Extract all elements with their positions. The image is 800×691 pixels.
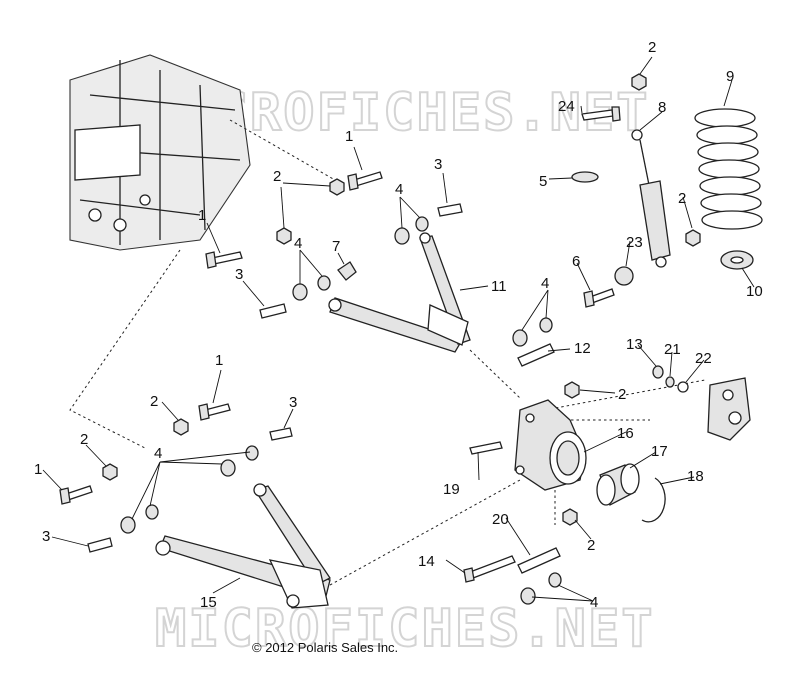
callout-3: 3 bbox=[42, 528, 50, 545]
callout-24: 24 bbox=[558, 98, 575, 115]
callout-4: 4 bbox=[590, 594, 598, 611]
retaining-ring bbox=[641, 477, 666, 523]
callout-15: 15 bbox=[200, 594, 217, 611]
callout-1: 1 bbox=[34, 461, 42, 478]
guide-line-upper-arm bbox=[469, 349, 521, 399]
shock-absorber bbox=[631, 129, 671, 268]
guide-line-frame-upper bbox=[229, 119, 336, 181]
callout-2: 2 bbox=[80, 431, 88, 448]
callout-3: 3 bbox=[289, 394, 297, 411]
callout-1: 1 bbox=[345, 128, 353, 145]
callout-20: 20 bbox=[492, 511, 509, 528]
callout-11: 11 bbox=[491, 278, 507, 295]
callout-1: 1 bbox=[215, 352, 223, 369]
wheel-bearing bbox=[596, 463, 640, 506]
upper-a-arm bbox=[328, 232, 471, 353]
callout-16: 16 bbox=[617, 425, 634, 442]
callout-4: 4 bbox=[541, 275, 549, 292]
callout-10: 10 bbox=[746, 283, 763, 300]
callout-1: 1 bbox=[198, 207, 206, 224]
callout-2: 2 bbox=[678, 190, 686, 207]
callout-4: 4 bbox=[395, 181, 403, 198]
washer bbox=[571, 171, 599, 183]
callout-18: 18 bbox=[687, 468, 704, 485]
leader-lines bbox=[42, 56, 755, 602]
callout-7: 7 bbox=[332, 238, 340, 255]
watermark-bottom: MICROFICHES.NET bbox=[155, 599, 655, 659]
callout-6: 6 bbox=[572, 253, 580, 270]
guide-line-frame-left bbox=[69, 249, 181, 449]
callout-23: 23 bbox=[626, 234, 643, 251]
callout-13: 13 bbox=[626, 336, 643, 353]
callout-14: 14 bbox=[418, 553, 435, 570]
callout-3: 3 bbox=[434, 156, 442, 173]
copyright-notice: © 2012 Polaris Sales Inc. bbox=[252, 640, 398, 655]
callout-2: 2 bbox=[273, 168, 281, 185]
callout-3: 3 bbox=[235, 266, 243, 283]
callout-4: 4 bbox=[154, 445, 162, 462]
callout-12: 12 bbox=[574, 340, 591, 357]
callout-4: 4 bbox=[294, 235, 302, 252]
brake-caliper bbox=[707, 377, 751, 441]
guide-line-hub-right bbox=[544, 379, 706, 421]
callout-8: 8 bbox=[658, 99, 666, 116]
hub-knuckle bbox=[514, 399, 587, 491]
callout-2: 2 bbox=[587, 537, 595, 554]
spring-retainer bbox=[720, 250, 754, 270]
callout-2: 2 bbox=[618, 386, 626, 403]
callout-2: 2 bbox=[150, 393, 158, 410]
callout-21: 21 bbox=[664, 341, 681, 358]
callout-9: 9 bbox=[726, 68, 734, 85]
hardware bbox=[59, 73, 701, 605]
coil-spring bbox=[694, 108, 763, 230]
lower-a-arm bbox=[155, 483, 331, 609]
callout-17: 17 bbox=[651, 443, 668, 460]
callout-19: 19 bbox=[443, 481, 460, 498]
callout-2: 2 bbox=[648, 39, 656, 56]
callout-22: 22 bbox=[695, 350, 712, 367]
callout-5: 5 bbox=[539, 173, 547, 190]
callout-numbers: 1 1 1 1 2 2 2 2 2 2 2 3 3 3 3 4 4 4 4 4 … bbox=[34, 39, 763, 611]
vehicle-frame bbox=[69, 54, 251, 251]
